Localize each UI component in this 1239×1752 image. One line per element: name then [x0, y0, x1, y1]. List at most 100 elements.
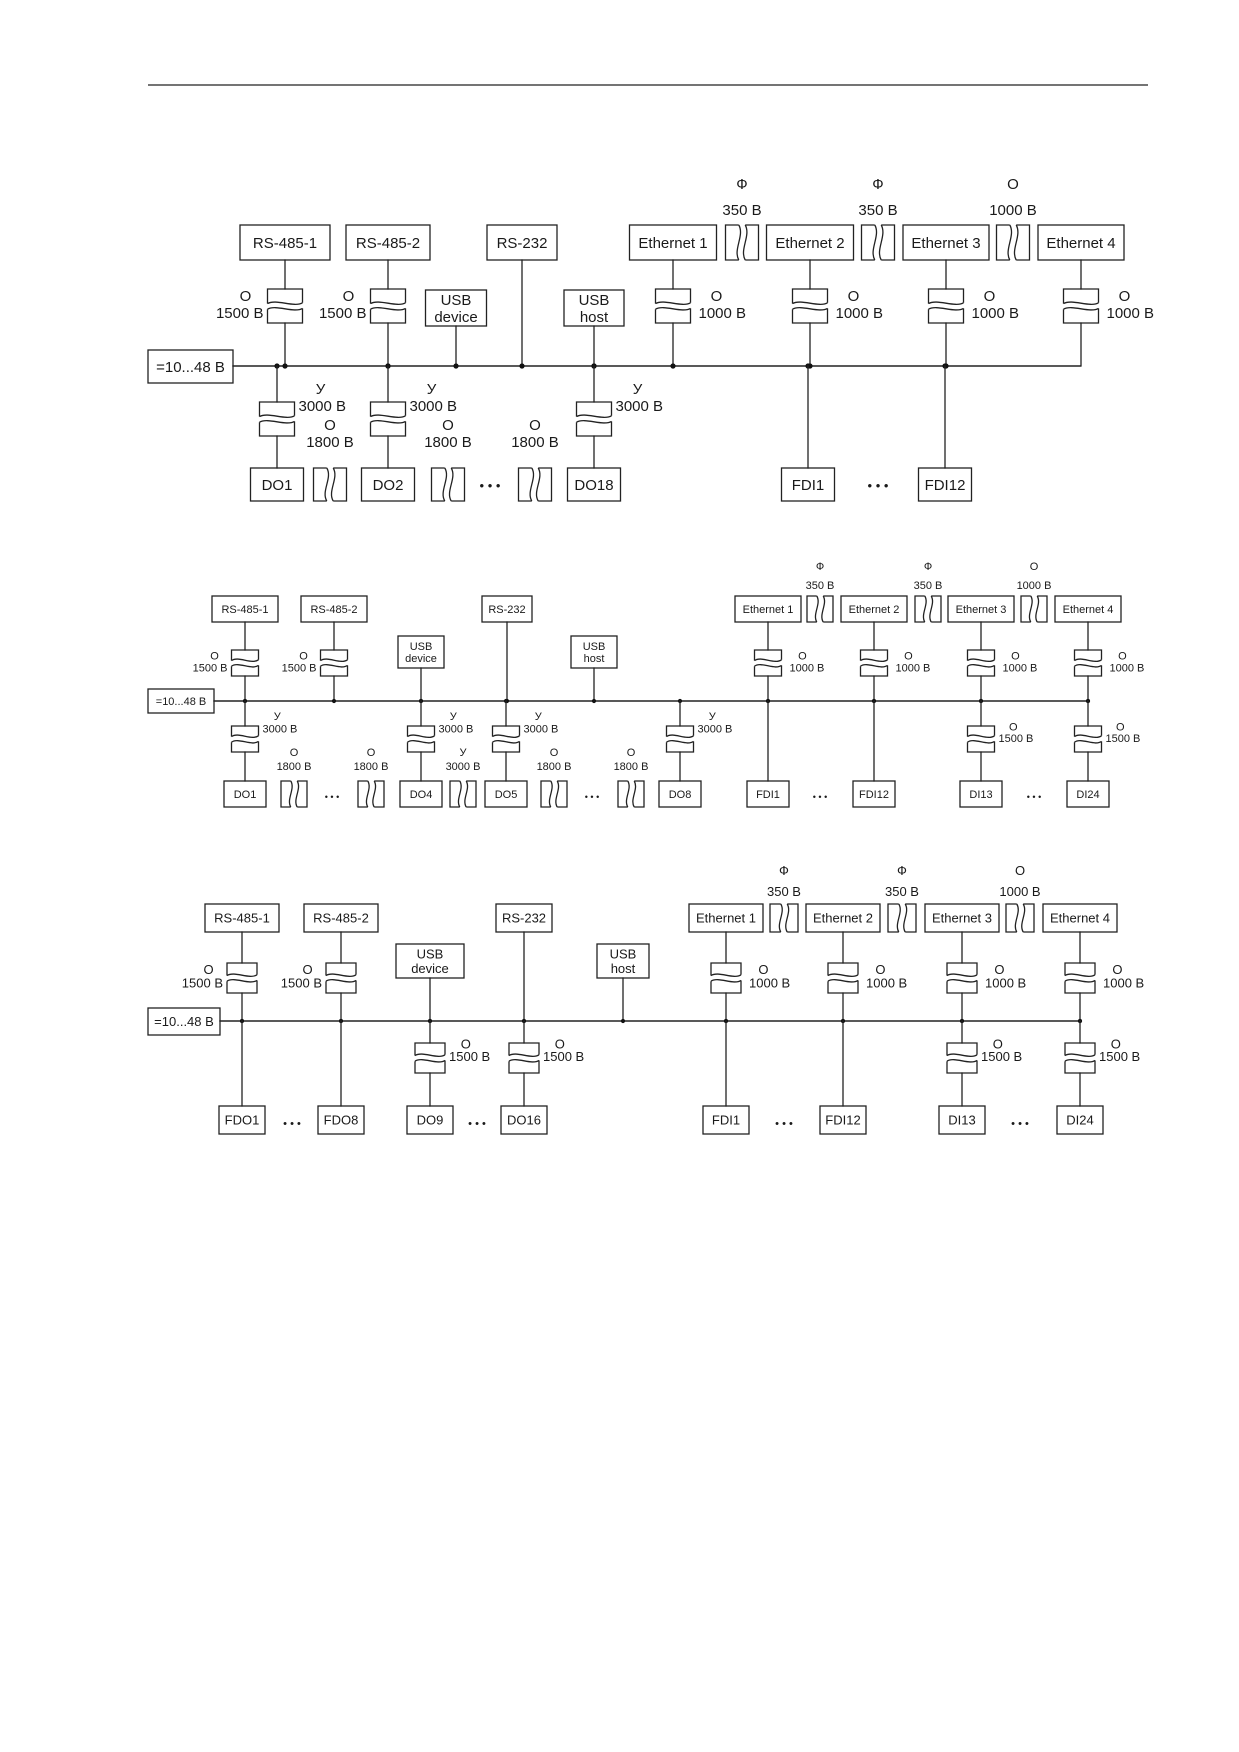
barrier-upper — [859, 649, 889, 661]
output-gap-iso-class: О — [529, 417, 541, 434]
output-gap-3-icon — [517, 467, 553, 502]
output-di24-iso-class: О — [1116, 721, 1125, 733]
barrier-wave-bottom — [1063, 307, 1099, 311]
output-fdi1-box-label: FDI1 — [792, 477, 825, 494]
port-rs-485-2-iso-voltage: 1500 В — [281, 976, 322, 991]
gap-wave-right — [555, 780, 560, 808]
output-di13-iso-voltage: 1500 В — [999, 733, 1034, 745]
port-rs-485-1-box — [211, 595, 279, 623]
port-ethernet-3-iso-voltage: 1000 В — [972, 305, 1020, 322]
output-do8-box-label: DO8 — [669, 789, 692, 801]
barrier-wave-bottom — [655, 307, 691, 311]
barrier-upper — [927, 288, 965, 304]
barrier-wave-bottom — [710, 979, 742, 983]
barrier-wave-top — [1074, 658, 1102, 662]
power-supply-box-label: =10...48 В — [156, 359, 225, 376]
barrier-wave-top — [325, 973, 357, 977]
gap-left — [430, 467, 445, 502]
port-ethernet-2-box — [765, 224, 855, 261]
port-ethernet-4-box — [1042, 903, 1118, 933]
ethernet-gap-iso-voltage: 350 В — [914, 580, 943, 592]
output-gap-iso-voltage: 1800 В — [614, 761, 649, 773]
output-fdo8-box-label: FDO8 — [324, 1113, 359, 1128]
gap-wave-right — [878, 224, 884, 261]
ethernet-gap-iso-class: О — [1007, 176, 1019, 193]
gap-left — [995, 224, 1010, 261]
barrier-wave-bottom — [267, 307, 303, 311]
port-ethernet-4-iso-class: О — [1119, 288, 1131, 305]
port-ethernet-4-iso-class: О — [1118, 650, 1127, 662]
port-rs-485-2-isolation-icon — [325, 962, 357, 994]
port-rs-485-1-isolation-icon — [230, 649, 260, 677]
ellipsis-label: • • • — [585, 792, 599, 802]
output-do2-box-label: DO2 — [373, 477, 404, 494]
barrier-wave-bottom — [967, 740, 995, 744]
port-rs-485-2-box-label: RS-485-2 — [356, 235, 420, 252]
port-usb-device-box-label: USB — [441, 292, 472, 309]
barrier-wave-top — [827, 973, 859, 977]
output-do8-iso-voltage: 3000 В — [698, 723, 733, 735]
barrier-wave-top — [710, 973, 742, 977]
gap-wave-left — [814, 595, 819, 623]
output-di24-iso-class: О — [1111, 1036, 1121, 1051]
port-rs-485-2-iso-class: О — [343, 288, 355, 305]
barrier-wave-top — [1074, 734, 1102, 738]
gap-wave-left — [625, 780, 630, 808]
port-rs-232-box — [481, 595, 533, 623]
barrier-wave-bottom — [827, 979, 859, 983]
output-do18-iso-voltage: 3000 В — [616, 398, 664, 415]
barrier-wave-top — [860, 658, 888, 662]
barrier-wave-top — [946, 1053, 978, 1057]
power-supply-box — [147, 1007, 221, 1036]
barrier-wave-top — [226, 973, 258, 977]
output-gap-iso-class: О — [290, 747, 299, 759]
barrier-wave-top — [1063, 301, 1099, 305]
junction-dot — [591, 698, 597, 704]
port-ethernet-4-box-label: Ethernet 4 — [1050, 911, 1110, 926]
barrier-upper — [966, 725, 996, 737]
gap-wave-left — [1014, 903, 1019, 933]
port-usb-host-box-label: host — [611, 961, 636, 976]
output-gap-iso-voltage: 1800 В — [424, 434, 472, 451]
output-di13-isolation-icon — [946, 1042, 978, 1074]
barrier-wave-bottom — [946, 979, 978, 983]
barrier-wave-bottom — [226, 979, 258, 983]
output-fdi12-box-label: FDI12 — [825, 1113, 860, 1128]
port-rs-485-1-box-label: RS-485-1 — [253, 235, 317, 252]
gap-wave-right — [1013, 224, 1019, 261]
barrier-upper — [946, 962, 978, 976]
barrier-upper — [827, 962, 859, 976]
barrier-wave-bottom — [754, 664, 782, 668]
output-fdo1-box-label: FDO1 — [225, 1113, 260, 1128]
barrier-wave-bottom — [928, 307, 964, 311]
output-do1-iso-voltage: 3000 В — [263, 723, 298, 735]
port-ethernet-1-isolation-icon — [654, 288, 692, 324]
ellipsis-label: • • • — [868, 478, 889, 493]
barrier-wave-bottom — [320, 664, 348, 668]
port-ethernet-3-box-label: Ethernet 3 — [956, 604, 1007, 616]
output-do16-isolation-icon — [508, 1042, 540, 1074]
output-do16-iso-voltage: 1500 В — [543, 1049, 584, 1064]
barrier-upper — [791, 288, 829, 304]
port-ethernet-2-iso-class: О — [848, 288, 860, 305]
port-ethernet-3-iso-voltage: 1000 В — [1003, 663, 1038, 675]
barrier-wave-top — [928, 301, 964, 305]
ethernet-gap-2-icon — [914, 595, 942, 623]
gap-right — [1016, 224, 1031, 261]
port-rs-485-2-box-label: RS-485-2 — [313, 911, 369, 926]
barrier-wave-top — [967, 734, 995, 738]
barrier-wave-bottom — [967, 664, 995, 668]
output-do18-box-label: DO18 — [574, 477, 613, 494]
output-gap-iso-voltage: 1800 В — [306, 434, 354, 451]
gap-left — [806, 595, 817, 623]
gap-right — [905, 903, 917, 933]
output-do5-iso-class: У — [535, 711, 543, 723]
ellipsis-label: • • • — [480, 478, 501, 493]
barrier-upper — [966, 649, 996, 661]
port-ethernet-1-box — [734, 595, 802, 623]
port-rs-485-2-iso-voltage: 1500 В — [319, 305, 367, 322]
ethernet-gap-2-icon — [860, 224, 896, 261]
port-ethernet-3-isolation-icon — [966, 649, 996, 677]
ellipsis-label: • • • — [1011, 1118, 1029, 1130]
